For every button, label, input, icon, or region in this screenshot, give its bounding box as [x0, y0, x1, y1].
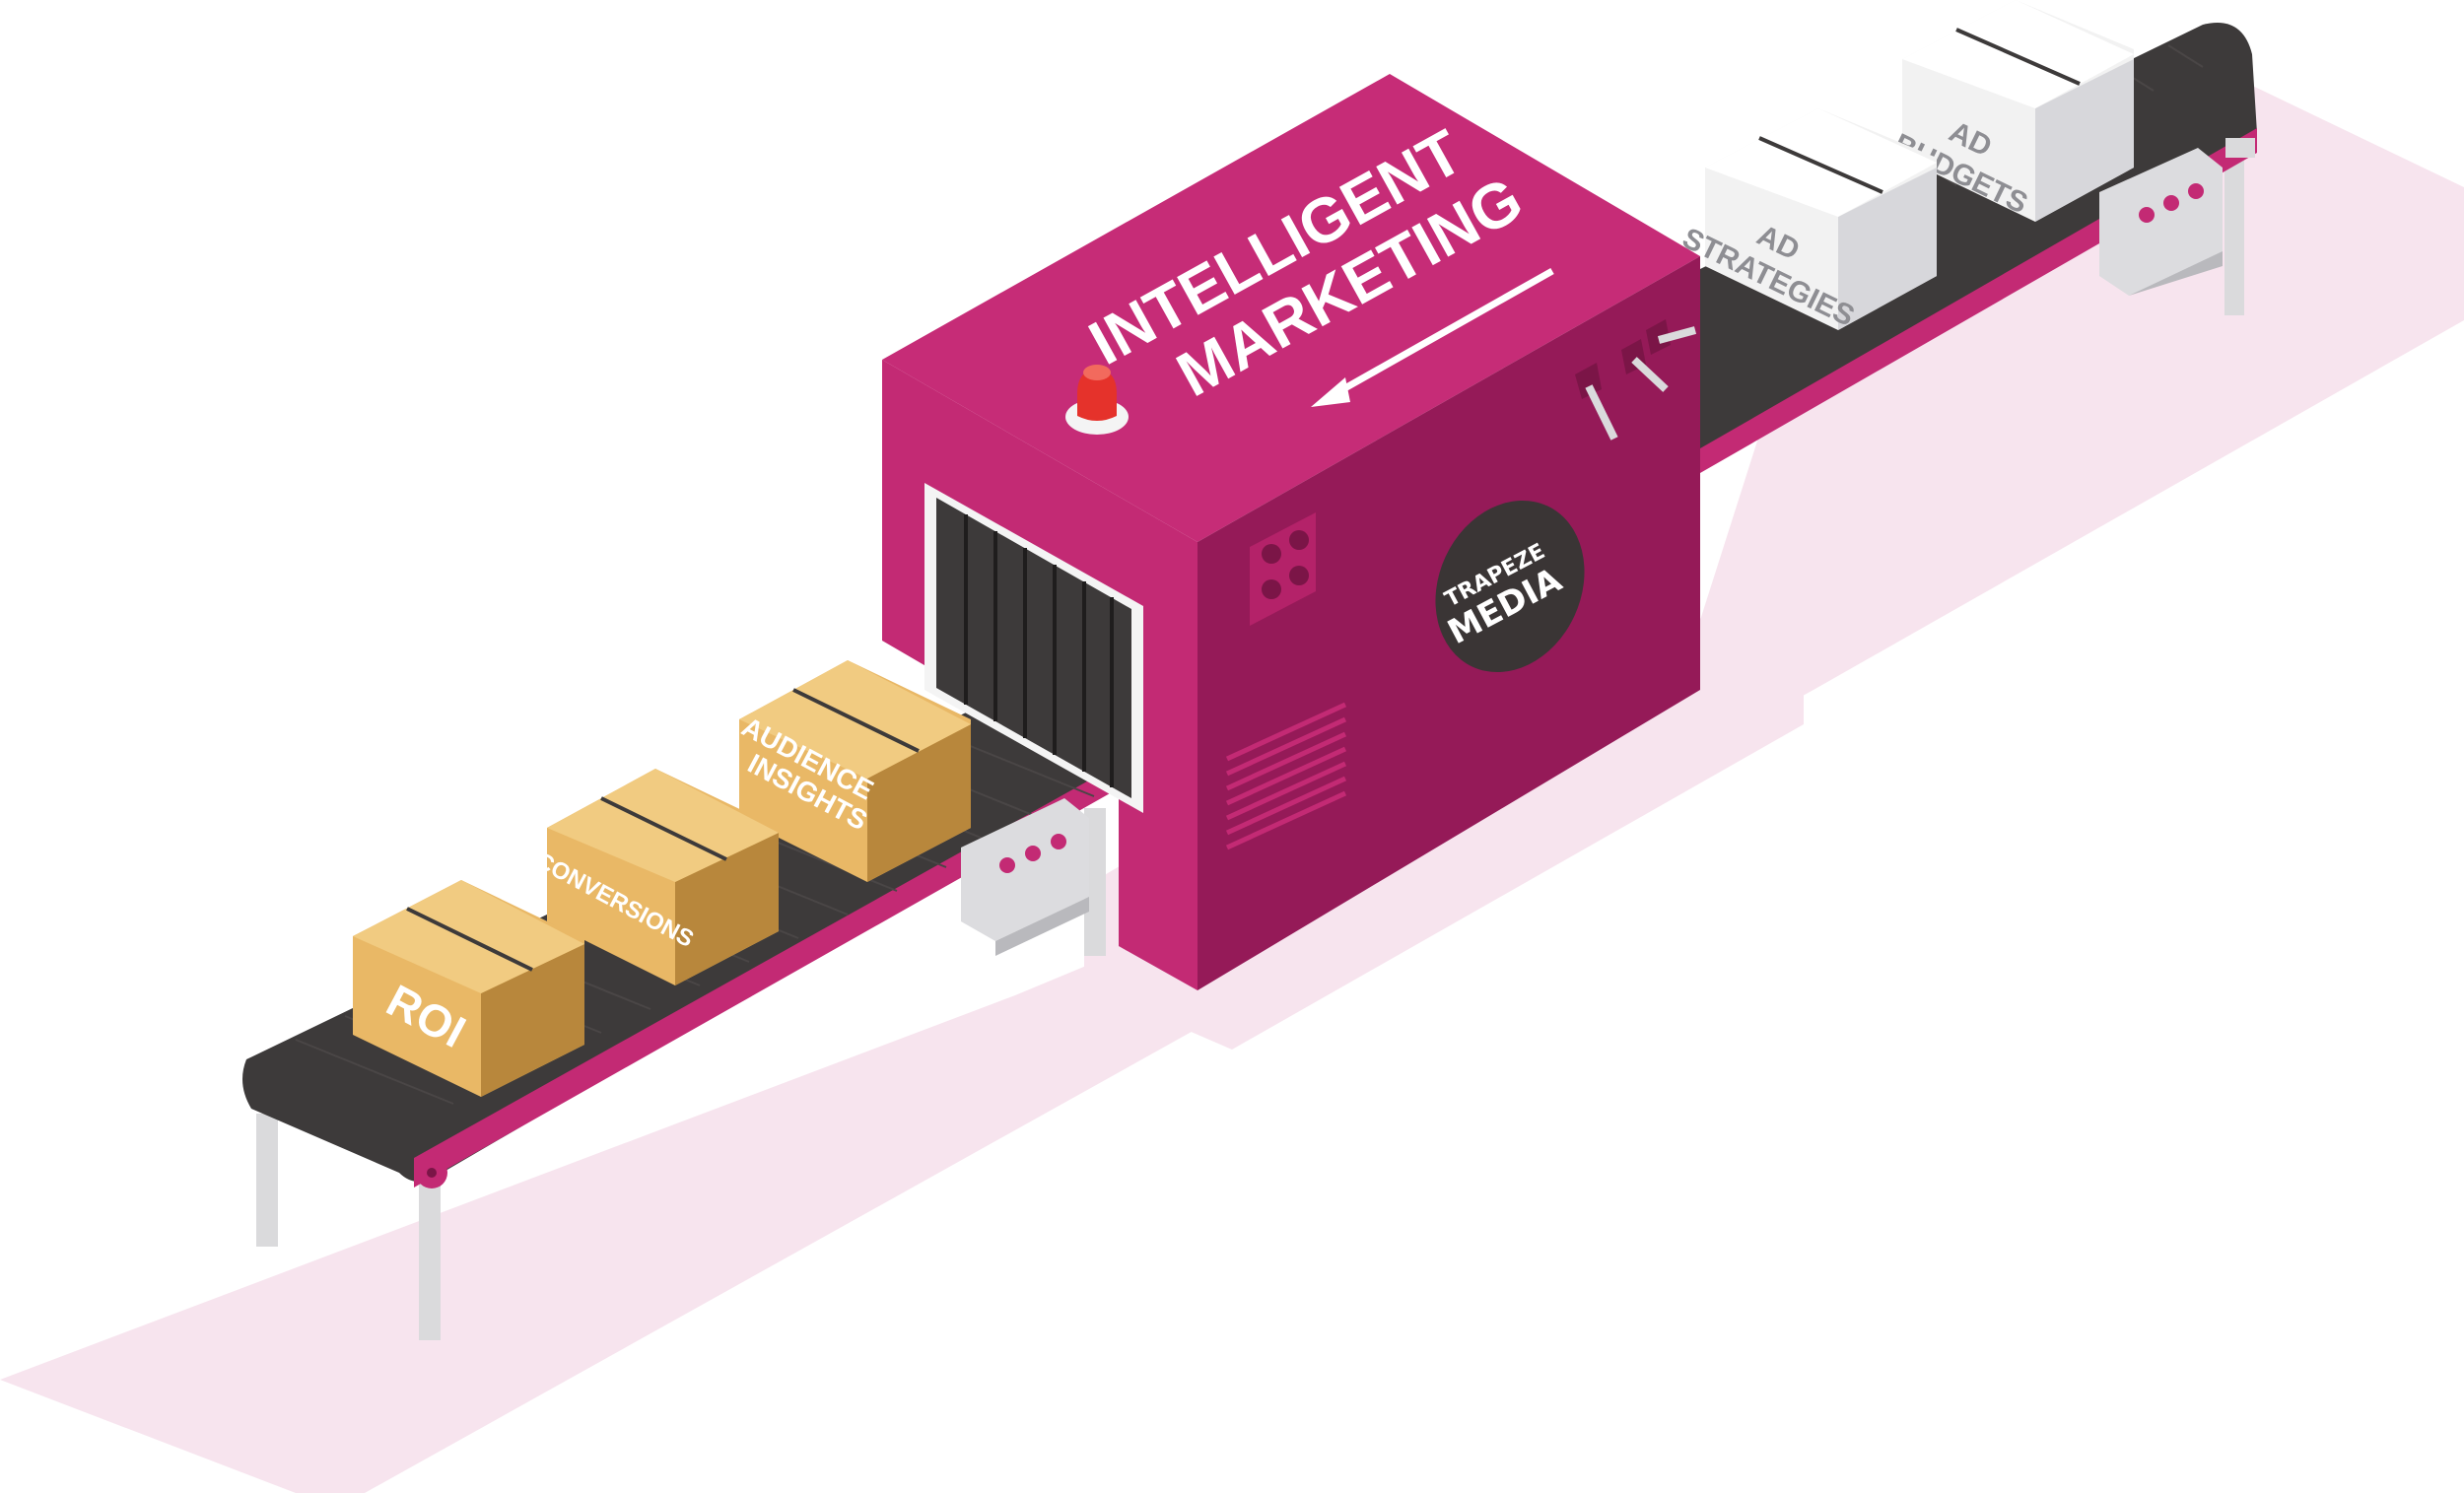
floor-shadow [0, 69, 2464, 1493]
trapeze-media-logo [1435, 500, 1585, 673]
alarm-button-icon [1065, 365, 1129, 435]
input-box-ad-budgets: AD BUDGETS [1888, 0, 2134, 222]
conveyor-leg [419, 1148, 441, 1340]
output-box-conversions: CONVERSIONS [531, 769, 779, 985]
machine-vent [1225, 702, 1347, 850]
marketing-machine: TRAPEZE MEDIA INTELLIGENT MARKETING [882, 74, 1700, 990]
conveyor-leg [2224, 148, 2244, 315]
output-box-roi: ROI [353, 880, 584, 1097]
conveyor-leg [1084, 808, 1106, 956]
arrow-left-icon [1311, 267, 1554, 407]
lever-icon [1575, 319, 1697, 441]
output-box-audience-insights: AUDIENCE INSIGHTS [737, 660, 971, 882]
conveyor-leg [256, 1114, 278, 1247]
